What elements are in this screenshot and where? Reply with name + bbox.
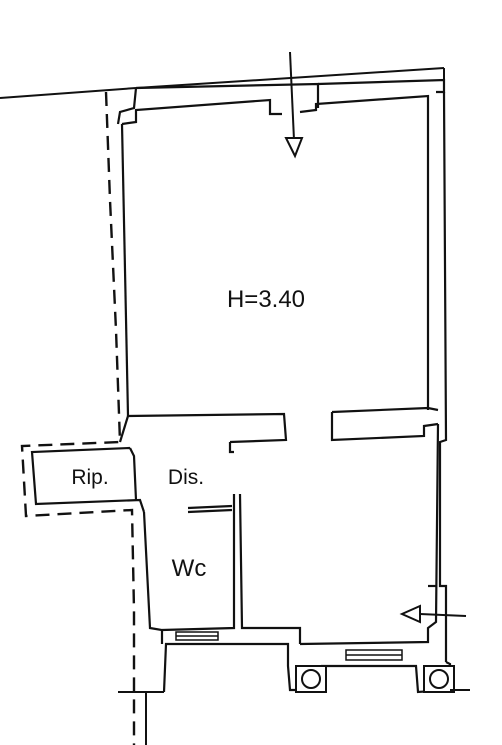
bagno-label: Wc xyxy=(172,555,207,582)
ripostiglio-label: Rip. xyxy=(71,466,108,489)
top-entrance-arrow xyxy=(284,51,304,159)
lower-lines xyxy=(118,689,470,745)
pillar-left-circle xyxy=(301,669,321,689)
disimpegno-label: Dis. xyxy=(168,466,204,489)
right-entrance-arrow xyxy=(399,604,467,624)
inner-walls xyxy=(30,94,440,646)
dashed-boundary xyxy=(20,91,136,745)
windows xyxy=(175,631,403,661)
outer-walls xyxy=(116,78,452,694)
pillar-right-circle xyxy=(429,669,449,689)
main-room-label: H=3.40 xyxy=(227,286,305,313)
pillars xyxy=(295,665,455,693)
